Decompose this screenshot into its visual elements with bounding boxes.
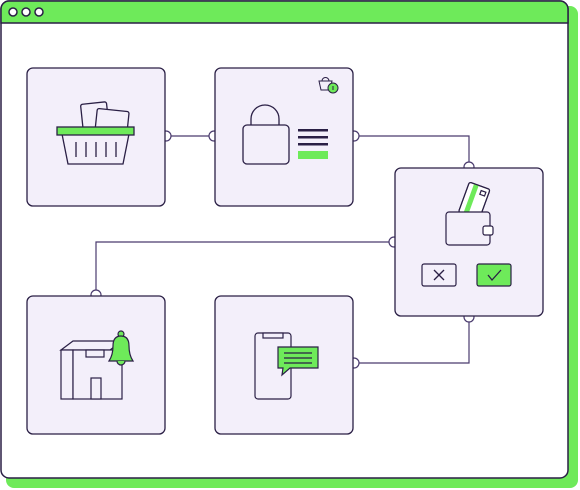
bell-icon xyxy=(107,330,135,366)
connectors xyxy=(95,135,470,364)
wallet-card-icon xyxy=(445,181,494,246)
chat-bubble-icon xyxy=(277,346,319,377)
decline-button[interactable] xyxy=(421,263,457,287)
card-secure-login xyxy=(214,67,354,207)
window-dot-2[interactable] xyxy=(21,7,31,17)
card-delivery-notification xyxy=(26,295,166,435)
window-titlebar xyxy=(0,0,569,24)
shopping-basket-icon xyxy=(56,101,135,165)
x-icon xyxy=(433,269,445,281)
connector-wallet-to-phone xyxy=(354,317,470,364)
password-lines-icon xyxy=(298,129,328,159)
mini-basket-badge-icon xyxy=(318,77,339,94)
window-dot-3[interactable] xyxy=(34,7,44,17)
check-icon xyxy=(487,269,502,282)
card-wallet-payment xyxy=(394,167,544,317)
card-basket xyxy=(26,67,166,207)
approve-button[interactable] xyxy=(476,263,512,287)
connector-lock-to-wallet xyxy=(354,135,470,167)
padlock-icon xyxy=(242,104,290,165)
connector-wallet-to-package xyxy=(95,241,394,295)
card-mobile-message xyxy=(214,295,354,435)
window-dot-1[interactable] xyxy=(8,7,18,17)
